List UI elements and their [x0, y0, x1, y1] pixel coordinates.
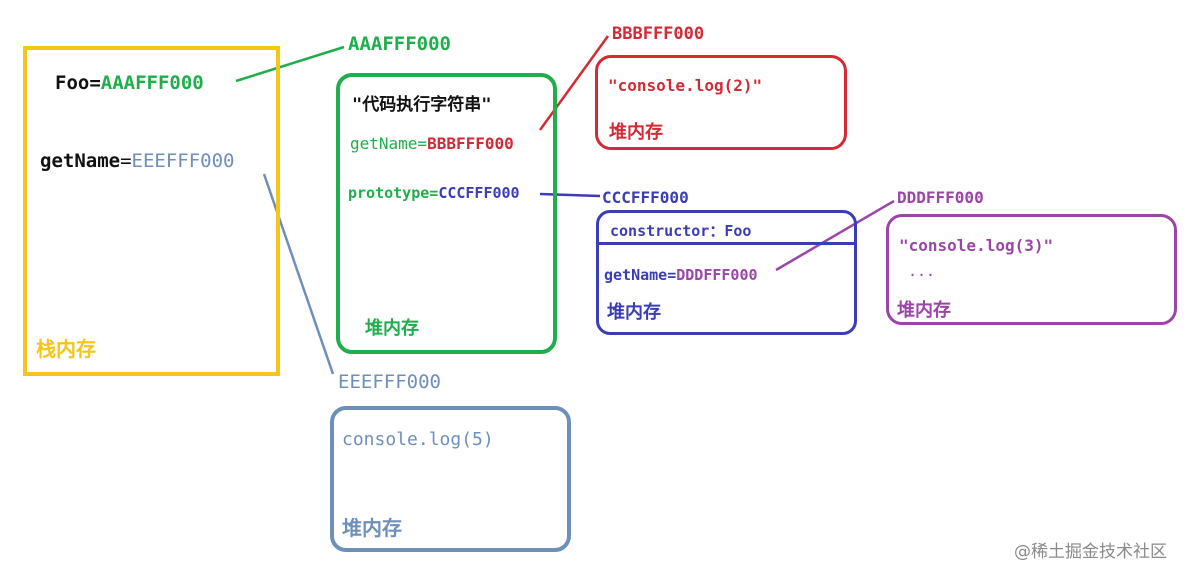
stack-foo-entry: Foo=AAAFFF000	[55, 72, 204, 94]
steel-heap-box	[330, 406, 571, 552]
connector-eee	[262, 173, 335, 375]
proto-obj-getname-key: getName=	[604, 266, 677, 284]
purple-heap-address: DDDFFF000	[897, 188, 984, 207]
stack-foo-eq: =	[89, 72, 101, 94]
red-heap-address: BBBFFF000	[612, 24, 705, 44]
stack-getname-name: getName	[40, 150, 121, 172]
purple-heap-label: 堆内存	[897, 300, 951, 321]
purple-heap-dots: ...	[908, 262, 936, 280]
proto-obj-address: CCCFFF000	[602, 188, 689, 207]
proto-obj-constructor: constructor：Foo	[610, 222, 752, 240]
proto-obj-getname: getName=DDDFFF000	[604, 266, 758, 284]
steel-heap-label: 堆内存	[342, 516, 402, 540]
func-obj-getname-key: getName=	[350, 134, 428, 153]
proto-obj-label: 堆内存	[607, 302, 661, 323]
proto-obj-box	[596, 210, 857, 335]
connector-aaa	[235, 45, 345, 83]
func-obj-prototype: prototype=CCCFFF000	[348, 184, 520, 202]
purple-heap-content: "console.log(3)"	[899, 236, 1054, 255]
func-obj-code: "代码执行字符串"	[352, 95, 492, 115]
connector-bbb	[538, 35, 610, 131]
func-obj-getname: getName=BBBFFF000	[350, 134, 514, 153]
red-heap-box	[595, 55, 847, 150]
func-obj-proto-key: prototype=	[348, 184, 439, 202]
func-obj-address: AAAFFF000	[348, 33, 451, 55]
proto-obj-divider	[596, 242, 857, 245]
func-obj-label: 堆内存	[365, 318, 419, 339]
steel-heap-content: console.log(5)	[342, 429, 494, 450]
stack-getname-addr: EEEFFF000	[131, 150, 235, 172]
func-obj-box	[336, 73, 557, 354]
stack-foo-addr: AAAFFF000	[100, 72, 204, 94]
red-heap-content: "console.log(2)"	[608, 76, 763, 95]
stack-memory-box	[23, 46, 280, 376]
stack-foo-name: Foo	[55, 72, 90, 94]
stack-getname-entry: getName=EEEFFF000	[40, 150, 234, 172]
func-obj-getname-val: BBBFFF000	[427, 134, 514, 153]
watermark: @稀土掘金技术社区	[1014, 542, 1167, 562]
steel-heap-address: EEEFFF000	[338, 371, 441, 393]
connector-ccc	[539, 192, 601, 198]
purple-heap-box	[886, 214, 1177, 325]
func-obj-proto-val: CCCFFF000	[438, 184, 520, 202]
connector-ddd	[775, 199, 895, 272]
stack-memory-label: 栈内存	[36, 337, 96, 361]
proto-obj-getname-val: DDDFFF000	[676, 266, 758, 284]
red-heap-label: 堆内存	[609, 122, 663, 143]
stack-getname-eq: =	[120, 150, 132, 172]
